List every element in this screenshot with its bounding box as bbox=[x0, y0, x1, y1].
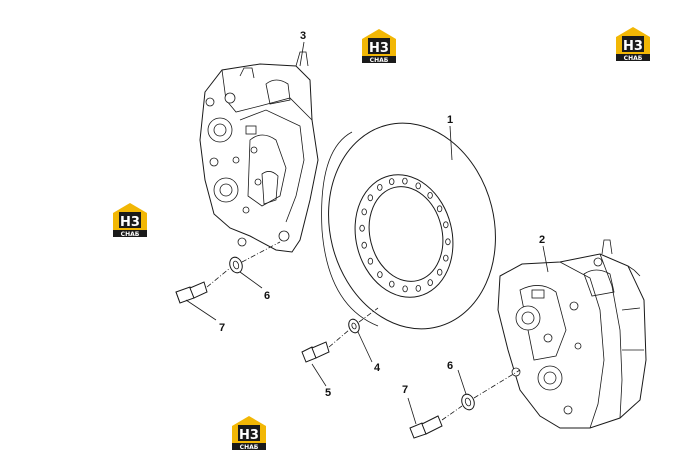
watermark-logo-text: H3 bbox=[120, 215, 140, 230]
bolt-right bbox=[409, 415, 443, 439]
disc-bolt-hole bbox=[377, 271, 383, 279]
callout-3: 3 bbox=[300, 30, 306, 42]
disc-bolt-hole bbox=[367, 194, 373, 202]
disc-bolt-hole bbox=[443, 221, 449, 229]
disc-bolt-hole bbox=[402, 285, 408, 293]
watermark-logo-subtext: СНАБ bbox=[624, 55, 643, 62]
disc-bolt-hole bbox=[389, 178, 395, 186]
bolt-middle bbox=[301, 341, 330, 363]
washer-small bbox=[348, 318, 360, 334]
disc-bolt-hole bbox=[361, 208, 367, 216]
disc-bolt-hole bbox=[437, 268, 443, 276]
disc-bolt-hole bbox=[361, 241, 367, 249]
watermark-logo-text: H3 bbox=[239, 428, 259, 443]
disc-bolt-hole bbox=[359, 224, 365, 232]
callout-6-left: 6 bbox=[264, 290, 270, 302]
callout-7-left: 7 bbox=[219, 322, 225, 334]
watermark-logo-text: H3 bbox=[369, 41, 389, 56]
watermark-logo-text: H3 bbox=[623, 39, 643, 54]
disc-bolt-hole bbox=[443, 254, 449, 262]
caliper-right bbox=[497, 239, 647, 429]
disc-bolt-hole bbox=[367, 257, 374, 265]
disc-bolt-hole bbox=[445, 238, 451, 246]
disc-bolt-hole bbox=[402, 177, 408, 185]
watermark-logo-subtext: СНАБ bbox=[121, 231, 140, 238]
callout-2: 2 bbox=[539, 234, 545, 246]
callout-5: 5 bbox=[325, 387, 331, 399]
disc-bolt-hole bbox=[415, 182, 421, 190]
disc-bolt-hole bbox=[427, 279, 433, 287]
callout-4: 4 bbox=[374, 362, 381, 374]
disc-bolt-hole bbox=[427, 191, 433, 199]
callout-6-right: 6 bbox=[447, 360, 453, 372]
caliper-left bbox=[199, 51, 319, 253]
callout-7-right: 7 bbox=[402, 384, 408, 396]
disc-bolt-hole bbox=[436, 205, 443, 213]
disc-bolt-hole bbox=[389, 280, 395, 288]
disc-bolt-hole bbox=[377, 183, 383, 191]
watermark-logo-subtext: СНАБ bbox=[240, 444, 259, 451]
watermark-logo-subtext: СНАБ bbox=[370, 57, 389, 64]
callout-1: 1 bbox=[447, 114, 453, 126]
bolt-left bbox=[175, 281, 208, 304]
washer-right bbox=[461, 393, 475, 411]
washer-left bbox=[229, 256, 243, 274]
brake-disc bbox=[321, 122, 496, 330]
disc-bolt-hole bbox=[415, 284, 421, 292]
